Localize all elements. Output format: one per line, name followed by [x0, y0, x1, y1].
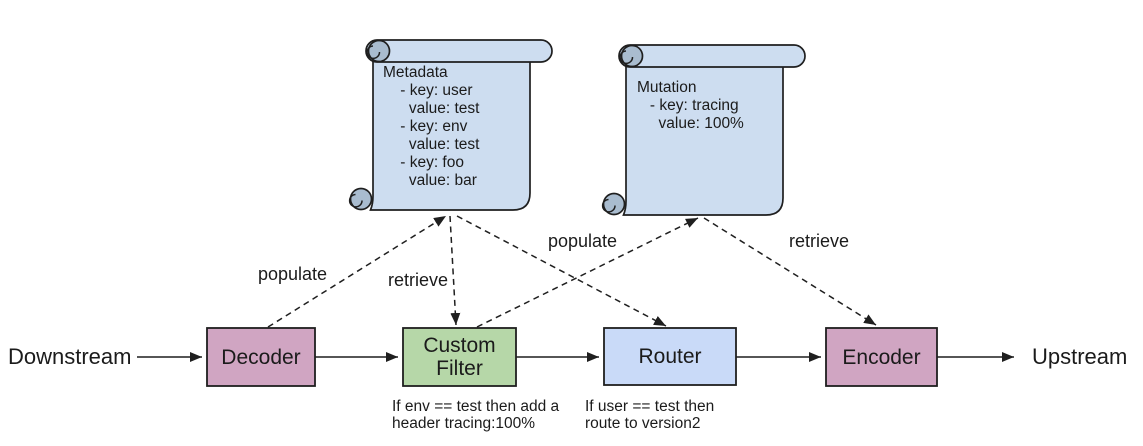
router-box: [603, 327, 737, 386]
arrow-metadata-retrieve-custom-filter: [449, 215, 461, 326]
custom-filter-label: Custom Filter: [423, 334, 496, 380]
custom-filter-box: [402, 327, 517, 387]
retrieve-right-label: retrieve: [789, 231, 850, 251]
arrow-custom-filter-populate-mutation: [476, 217, 699, 328]
router-caption: If user == test then route to version2: [585, 398, 715, 432]
arrow-decoder-populate-metadata: [267, 215, 447, 328]
arrow-metadata-retrieve-router: [456, 215, 667, 327]
encoder-label: Encoder: [842, 345, 921, 369]
decoder-label: Decoder: [221, 345, 301, 369]
router-label: Router: [638, 345, 702, 368]
arrow-mutation-retrieve-encoder: [703, 217, 877, 326]
upstream-label: Upstream: [1032, 344, 1128, 369]
retrieve-left-label: retrieve: [388, 270, 449, 290]
populate-mid-label: populate: [548, 231, 618, 251]
metadata-scroll-text: Metadata - key: user value: test - key: …: [383, 64, 480, 189]
mutation-scroll-text: Mutation - key: tracing value: 100%: [637, 79, 744, 132]
decoder-box: [206, 327, 316, 387]
populate-left-label: populate: [258, 264, 328, 284]
custom-filter-caption: If env == test then add a header tracing…: [392, 398, 560, 432]
downstream-label: Downstream: [8, 344, 132, 369]
